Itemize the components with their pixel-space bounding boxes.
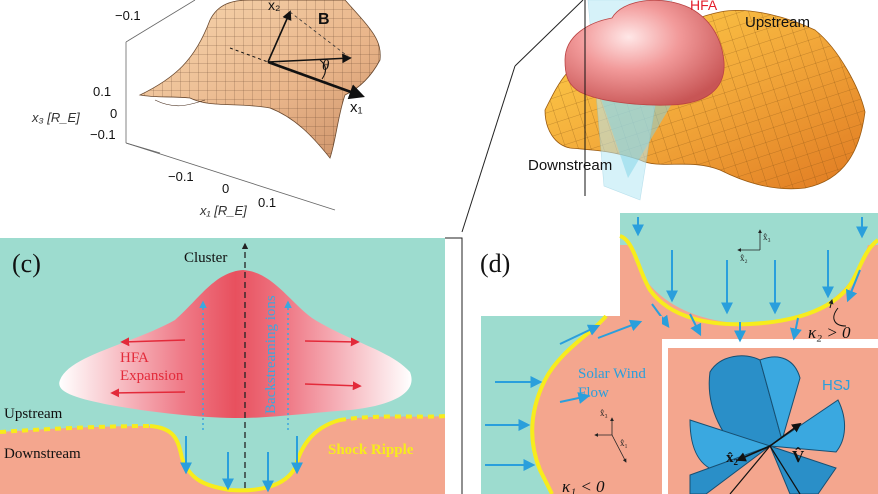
- panel-b: HFA Upstream Downstream: [528, 0, 866, 201]
- expansion-arrow-2: [110, 388, 186, 398]
- panel-c-letter: (c): [12, 249, 41, 278]
- shock-ripple-label: Shock Ripple: [328, 442, 414, 458]
- vertical-axis-label: x₃ [R_E]: [31, 110, 80, 125]
- panel-c: (c) Cluster HFA Expansion Backstreaming …: [0, 238, 446, 494]
- hfa-expansion-line2: Expansion: [120, 368, 184, 384]
- panel-d-hsj: HSJ V̂ x̂₂: [668, 348, 878, 494]
- solar-wind-line1: Solar Wind: [578, 366, 646, 382]
- hfa-dome: [564, 0, 725, 106]
- expansion-arrow-4: [304, 381, 362, 391]
- vector-x2-label: x₂: [268, 0, 280, 13]
- horizontal-tick-1: 0: [222, 181, 229, 196]
- vertical-tick-0: −0.1: [115, 8, 141, 23]
- hsj-label: HSJ: [822, 377, 850, 394]
- kappa2-label: κ₂ > 0: [808, 323, 851, 342]
- frame-top-x2: x̂₂: [740, 253, 748, 263]
- vhat-label: V̂: [792, 447, 805, 466]
- hfa-label: HFA: [690, 0, 718, 13]
- vector-b-label: B: [318, 11, 330, 28]
- horizontal-tick-0: −0.1: [168, 169, 194, 184]
- vector-x1-arrow: [267, 53, 352, 64]
- hsj-block-right: [768, 399, 845, 453]
- vector-x1-label: x₁: [350, 99, 363, 116]
- shock-front-top: [619, 234, 878, 327]
- panel-a: B x₂ x₁ θ −0.1 0.1 0 −0.1 x₃ [R_E] −0.1 …: [31, 0, 381, 218]
- upstream-label-b: Upstream: [745, 14, 810, 31]
- hfa-cloud: [59, 270, 412, 418]
- vertical-tick-1: 0.1: [93, 84, 111, 99]
- shock-front-left: [530, 314, 608, 494]
- angle-label: θ: [322, 58, 330, 74]
- shock-ripple-dotted-right: [339, 414, 446, 422]
- hfa-expansion-line1: HFA: [120, 350, 149, 366]
- expansion-arrow-3: [304, 337, 360, 347]
- angle-arc: [319, 59, 326, 80]
- panel-d-letter: (d): [480, 249, 510, 278]
- downstream-region: [0, 416, 445, 494]
- horizontal-tick-2: 0.1: [258, 195, 276, 210]
- shock-ripple-dotted: [0, 424, 151, 434]
- hfa-cone: [598, 90, 680, 178]
- x2hat-label: x̂₂: [726, 450, 739, 466]
- vertical-tick-2: 0: [110, 106, 117, 121]
- expansion-arrow-1: [120, 337, 186, 347]
- upstream-label-c: Upstream: [4, 406, 63, 422]
- kappa1-label: κ₁ < 0: [562, 477, 605, 494]
- horizontal-axis-label: x₁ [R_E]: [199, 203, 247, 218]
- vector-x2-arrow: [267, 10, 292, 63]
- frame-left-x3: x̂₃: [600, 408, 608, 418]
- downstream-label-c: Downstream: [4, 446, 81, 462]
- solar-wind-line2: Flow: [578, 385, 609, 401]
- frame-left-x1: x̂₁: [620, 438, 628, 448]
- panel-d: (d) x̂₃ x̂₂ κ₂ > 0: [480, 213, 878, 494]
- vector-b-arrow: [267, 60, 365, 100]
- panel-d-top: x̂₃ x̂₂ κ₂ > 0: [619, 213, 878, 343]
- downstream-label-b: Downstream: [528, 157, 612, 174]
- panel-d-left: x̂₃ x̂₁ Solar Wind Flow κ₁ < 0: [481, 314, 662, 494]
- cluster-label: Cluster: [184, 250, 227, 266]
- backstreaming-label: Backstreaming ions: [263, 295, 279, 414]
- frame-top-x3: x̂₃: [763, 232, 771, 242]
- vertical-tick-3: −0.1: [90, 127, 116, 142]
